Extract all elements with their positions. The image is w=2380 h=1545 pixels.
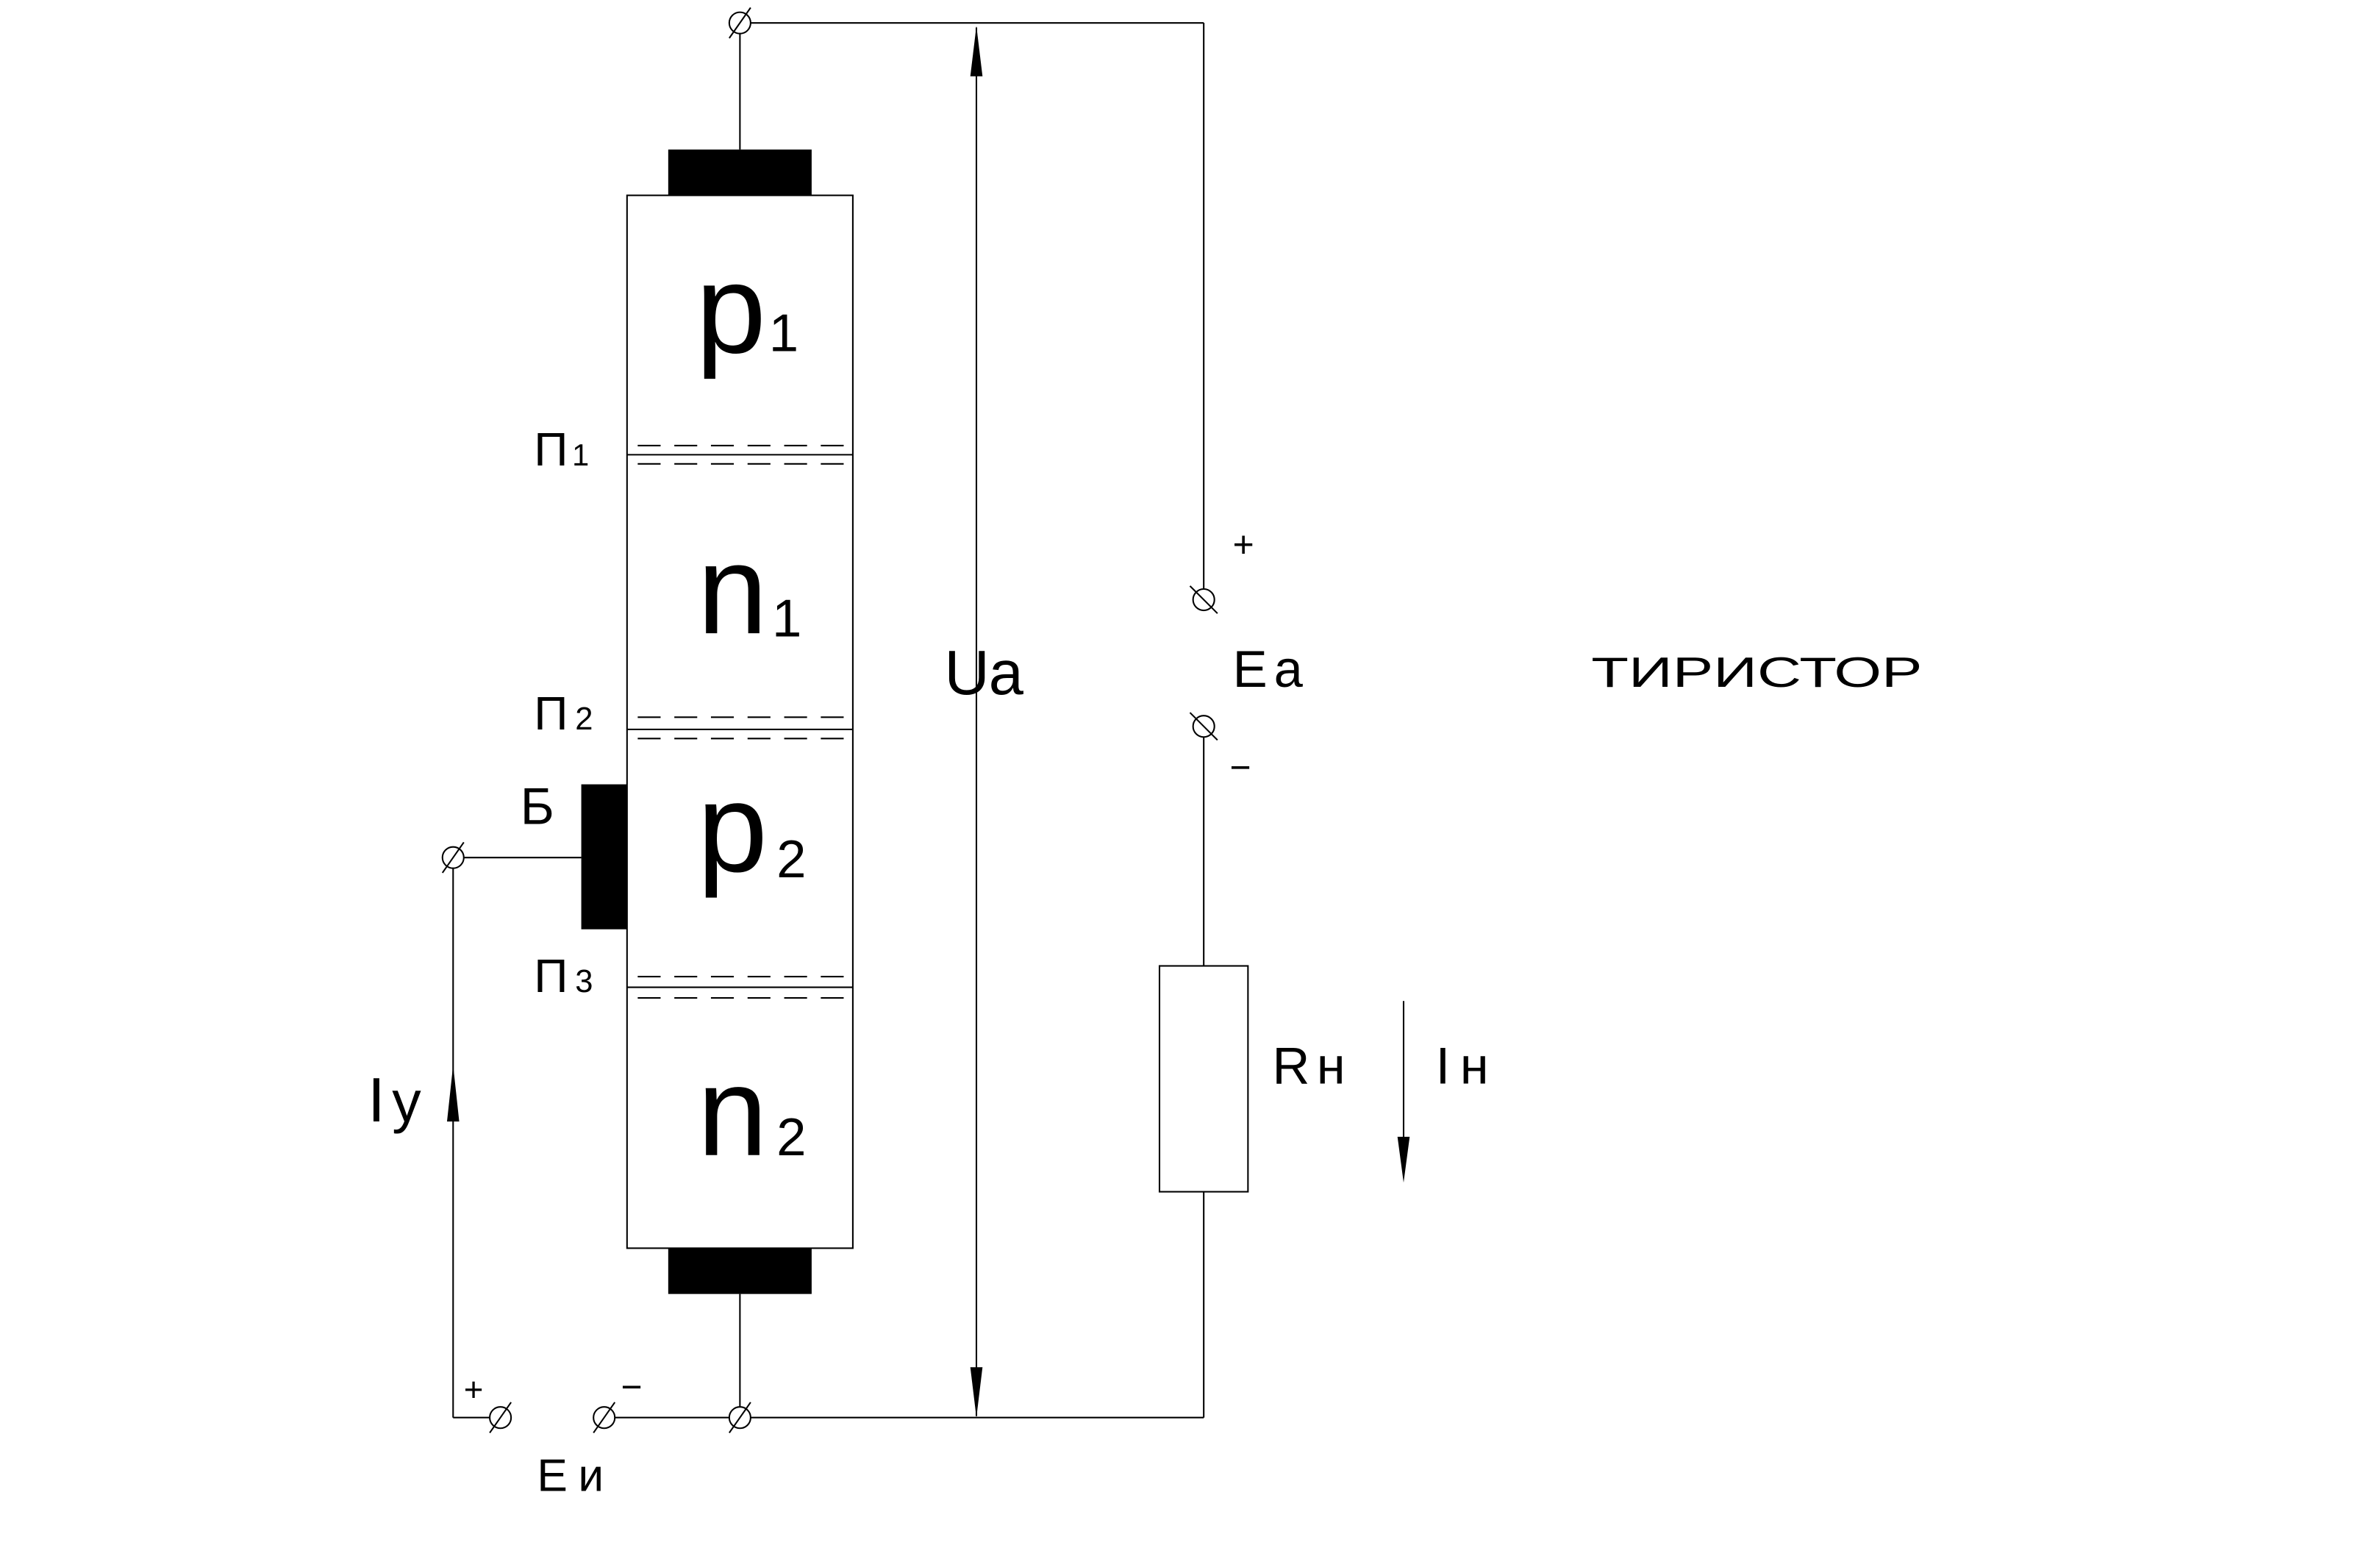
anode-terminal	[728, 7, 751, 39]
terminal-slash	[593, 1402, 616, 1434]
anode-source-plus-sign: +	[1233, 524, 1254, 565]
subscript: a	[1274, 640, 1304, 698]
junction-label-2: П 2	[534, 687, 593, 740]
terminal-slash	[729, 1402, 751, 1434]
anode-voltage-label: U a	[944, 638, 1023, 708]
cathode-electrode	[668, 1248, 812, 1294]
region-label-n1: n 1	[697, 519, 801, 660]
arrow-head-down	[970, 1367, 983, 1418]
control-current-label: I у	[368, 1066, 421, 1135]
region-label-p2: p 2	[697, 757, 806, 899]
symbol: I	[1436, 1036, 1451, 1094]
region-index: 1	[769, 303, 798, 363]
anode-source-minus-sign: −	[1229, 746, 1251, 788]
source-ea-plus-terminal	[1189, 585, 1218, 614]
region-letter: n	[697, 519, 768, 660]
control-source-plus-sign: +	[464, 1371, 484, 1408]
load-current-arrow	[1397, 1001, 1410, 1183]
junction-2	[626, 716, 853, 740]
control-source-minus-sign: −	[621, 1366, 643, 1407]
thyristor-structure: p 1 n 1 p 2 n 2 П 1 П 2 П 3 Б	[521, 149, 854, 1294]
anode-source-label: E a	[1233, 640, 1304, 698]
subscript: у	[392, 1069, 421, 1134]
junction-letter: П	[534, 687, 568, 740]
source-ea-minus-terminal	[1189, 712, 1218, 741]
region-index: 2	[776, 1107, 806, 1167]
subscript: a	[989, 638, 1024, 708]
junction-letter: П	[534, 949, 568, 1002]
region-letter: p	[697, 757, 768, 899]
control-current-arrow	[446, 1065, 460, 1122]
region-letter: p	[696, 238, 766, 379]
gate-label: Б	[521, 777, 554, 835]
arrow-head-down	[1397, 1136, 1410, 1183]
junction-1	[626, 444, 853, 465]
terminal-slash	[441, 841, 465, 874]
junction-label-3: П 3	[534, 949, 593, 1002]
junction-index: 3	[575, 964, 593, 999]
anode-circuit: U a E a + − R н I н	[728, 7, 1489, 1434]
gate-terminal	[441, 841, 465, 874]
terminal-slash	[489, 1402, 512, 1434]
arrow-head-up	[970, 26, 983, 76]
junction-index: 1	[572, 438, 589, 472]
gate-electrode	[581, 784, 627, 930]
control-circuit: I у + − E и	[368, 841, 729, 1501]
terminal-slash	[1189, 712, 1218, 741]
diagram-caption: ТИРИСТОР	[1591, 649, 1922, 696]
junction-label-1: П 1	[534, 423, 589, 476]
source-ei-minus-terminal	[593, 1402, 616, 1434]
region-index: 1	[772, 588, 801, 648]
region-label-p1: p 1	[696, 238, 798, 379]
symbol: E	[1233, 640, 1268, 698]
arrow-head-up	[446, 1065, 460, 1122]
junction-index: 2	[575, 702, 593, 737]
region-label-n2: n 2	[697, 1041, 806, 1182]
control-source-label: E и	[537, 1450, 604, 1501]
anode-voltage-arrow	[970, 26, 983, 1418]
symbol: E	[537, 1450, 568, 1501]
region-letter: n	[697, 1041, 768, 1182]
source-ei-plus-terminal	[489, 1402, 512, 1434]
semiconductor-body	[626, 194, 854, 1249]
junction-3	[626, 975, 853, 999]
terminal-slash	[1189, 585, 1218, 614]
terminal-slash	[729, 7, 751, 39]
load-resistor-label: R н	[1273, 1036, 1346, 1094]
subscript: н	[1317, 1036, 1346, 1094]
symbol: R	[1273, 1036, 1310, 1094]
load-current-label: I н	[1436, 1036, 1489, 1094]
anode-electrode	[668, 149, 812, 196]
subscript: н	[1460, 1036, 1489, 1094]
junction-letter: П	[534, 423, 568, 476]
symbol: I	[368, 1066, 385, 1135]
symbol: U	[944, 638, 989, 708]
region-index: 2	[776, 829, 806, 889]
subscript: и	[578, 1450, 604, 1501]
load-resistor	[1158, 965, 1249, 1193]
